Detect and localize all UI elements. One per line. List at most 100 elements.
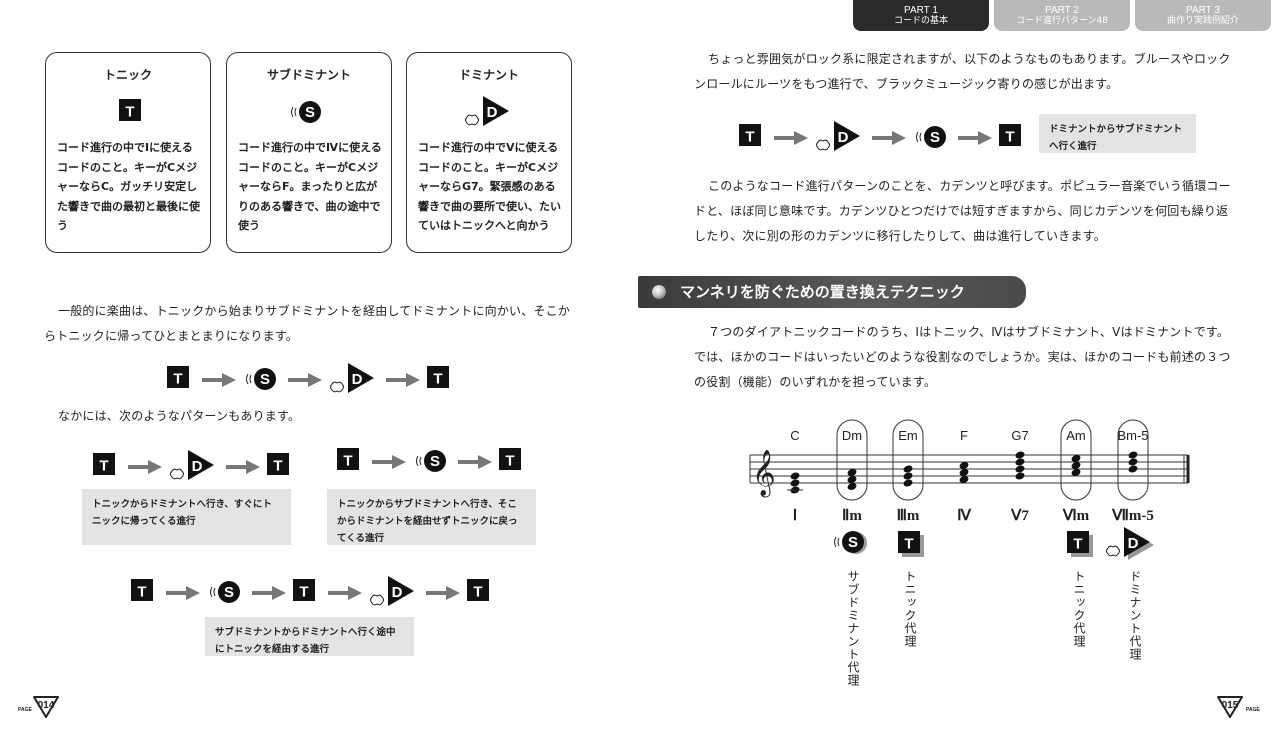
dominant-symbol-icon: D <box>407 96 571 128</box>
arrow-right-icon <box>166 586 200 600</box>
tonic-symbol-icon: T <box>46 96 210 128</box>
tonic-symbol-icon: T <box>426 365 456 395</box>
svg-text:S: S <box>224 584 234 601</box>
svg-text:S: S <box>848 534 858 551</box>
note-head <box>790 479 800 487</box>
note-head <box>1015 465 1025 473</box>
subdominant-symbol-icon: S <box>912 123 952 153</box>
tab-part1[interactable]: PART 1 コードの基本 <box>853 0 989 31</box>
note-head <box>903 479 913 487</box>
caption-tdt: トニックからドミナントへ行き、すぐにトニックに帰ってくる進行 <box>82 489 291 545</box>
arrow-right-icon <box>128 460 162 474</box>
tonic-box-text: コード進行の中でⅠに使えるコードのこと。キーがCメジャーならC。ガッチリ安定した… <box>57 141 200 232</box>
note-head <box>847 483 857 490</box>
tonic-symbol-icon: T <box>92 452 122 482</box>
svg-text:T: T <box>433 371 442 388</box>
svg-text:T: T <box>173 371 182 388</box>
svg-text:D: D <box>838 129 849 146</box>
chord-name: C <box>790 428 800 443</box>
svg-text:D: D <box>1128 535 1139 552</box>
chord-name: Am <box>1066 428 1086 443</box>
svg-text:T: T <box>99 458 108 475</box>
svg-text:T: T <box>273 458 282 475</box>
staff-notation: 𝄞 <box>749 419 1190 501</box>
tonic-symbol-icon: T <box>266 452 296 482</box>
arrow-right-icon <box>202 373 236 387</box>
treble-clef-icon: 𝄞 <box>752 450 776 498</box>
page-label-left: PAGE <box>18 707 32 713</box>
subdominant-box-title: サブドミナント <box>266 68 351 82</box>
roman-numeral: Ⅰ <box>792 508 798 524</box>
chord-highlight-capsule <box>1060 419 1092 501</box>
note-head <box>1128 458 1138 466</box>
tab-part1-number: PART 1 <box>904 5 938 16</box>
chord-highlight-capsule <box>1117 419 1149 501</box>
subdominant-symbol-icon: S <box>206 578 246 608</box>
tab-part2-number: PART 2 <box>1045 5 1079 16</box>
subdominant-symbol-icon: S <box>242 365 282 395</box>
tab-part2-label: コード進行パターン48 <box>1015 16 1108 26</box>
note-head <box>903 472 913 480</box>
note-head <box>1015 472 1025 480</box>
caption-tstdt: サブドミナントからドミナントへ行く途中にトニックを経由する進行 <box>205 617 414 656</box>
section-title: マンネリを防ぐための置き換えテクニック <box>680 283 965 301</box>
tonic-symbol-icon: T <box>336 447 366 477</box>
tab-part2[interactable]: PART 2 コード進行パターン48 <box>994 0 1130 31</box>
caption-tdst: ドミナントからサブドミナントへ行く進行 <box>1039 114 1196 153</box>
chord-name: Em <box>898 428 918 443</box>
note-head <box>1071 462 1081 469</box>
svg-text:S: S <box>430 453 440 470</box>
dominant-symbol-icon: D <box>328 360 380 400</box>
arrow-right-icon <box>372 455 406 469</box>
arrow-right-icon <box>288 373 322 387</box>
svg-text:T: T <box>1073 536 1082 553</box>
chord-name: F <box>960 428 968 443</box>
tab-part1-label: コードの基本 <box>893 16 948 26</box>
substitute-tonic-icon-1: T <box>897 530 927 564</box>
substitute-dominant-icon: D <box>1104 524 1156 568</box>
svg-text:D: D <box>392 584 403 601</box>
tab-part3[interactable]: PART 3 曲作り実践例紹介 <box>1135 0 1271 31</box>
svg-text:T: T <box>505 453 514 470</box>
chord-name: Bm-5 <box>1117 428 1149 443</box>
tonic-symbol-icon: T <box>498 447 528 477</box>
note-head <box>790 472 800 480</box>
svg-text:S: S <box>305 104 315 121</box>
arrow-right-icon <box>958 131 992 145</box>
svg-text:T: T <box>904 536 913 553</box>
svg-text:T: T <box>745 129 754 146</box>
roman-numeral: Ⅳ <box>957 508 971 524</box>
note-head <box>903 465 913 473</box>
tonic-symbol-icon: T <box>130 578 160 608</box>
subdominant-symbol-icon: S <box>227 96 391 128</box>
note-head <box>1128 451 1138 459</box>
arrow-right-icon <box>328 586 362 600</box>
note-head <box>959 476 969 483</box>
dominant-symbol-icon: D <box>168 447 220 487</box>
bullet-icon <box>652 285 666 299</box>
tonic-box-title: トニック <box>103 68 152 82</box>
substitute-subdominant-icon: S <box>830 528 870 562</box>
note-head <box>1071 469 1081 476</box>
svg-text:T: T <box>343 453 352 470</box>
page-badge-left-icon <box>33 696 59 718</box>
left-paragraph-1: 一般的に楽曲は、トニックから始まりサブドミナントを経由してドミナントに向かい、そ… <box>44 304 571 343</box>
section-header: マンネリを防ぐための置き換えテクニック <box>638 276 1026 308</box>
tab-part3-number: PART 3 <box>1186 5 1220 16</box>
dominant-box-text: コード進行の中でⅤに使えるコードのこと。キーがCメジャーならG7。緊張感のある響… <box>418 141 561 232</box>
svg-text:T: T <box>299 584 308 601</box>
arrow-right-icon <box>252 586 286 600</box>
arrow-right-icon <box>386 373 420 387</box>
svg-text:D: D <box>352 371 363 388</box>
page-label-right: PAGE <box>1246 707 1260 713</box>
roman-numeral: Ⅴ7 <box>1011 508 1029 524</box>
right-paragraph-2: このようなコード進行パターンのことを、カデンツと呼びます。ポピュラー音楽でいう循… <box>694 179 1231 243</box>
substitute-label-dominant: ドミナント代理 <box>1128 570 1142 661</box>
right-paragraph-3: ７つのダイアトニックコードのうち、Ⅰはトニック、Ⅳはサブドミナント、Ⅴはドミナン… <box>694 325 1231 389</box>
note-head <box>847 476 857 483</box>
substitute-tonic-icon-2: T <box>1066 530 1096 564</box>
